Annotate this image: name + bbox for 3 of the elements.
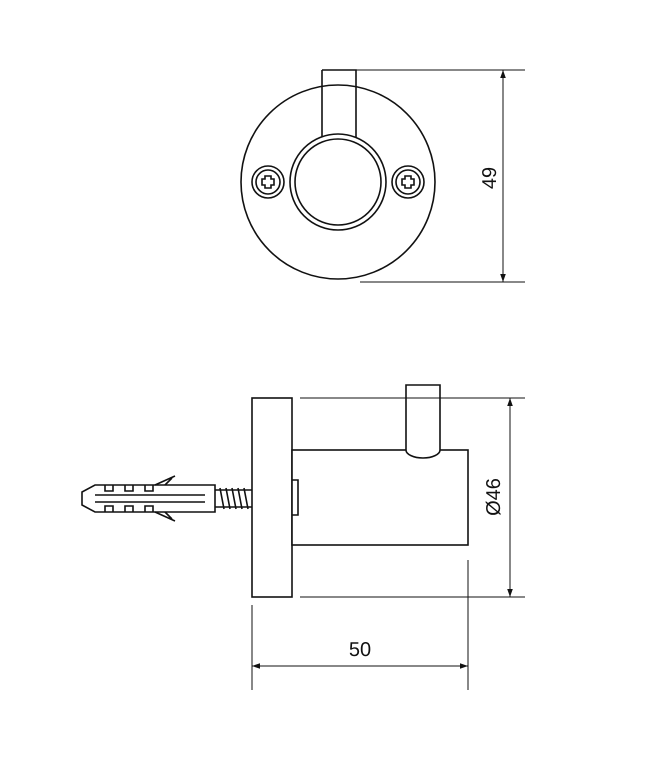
dimension-label: 49 xyxy=(479,166,501,190)
dimension-label: Ø46 xyxy=(483,478,505,516)
dimension-label: 50 xyxy=(348,639,372,661)
